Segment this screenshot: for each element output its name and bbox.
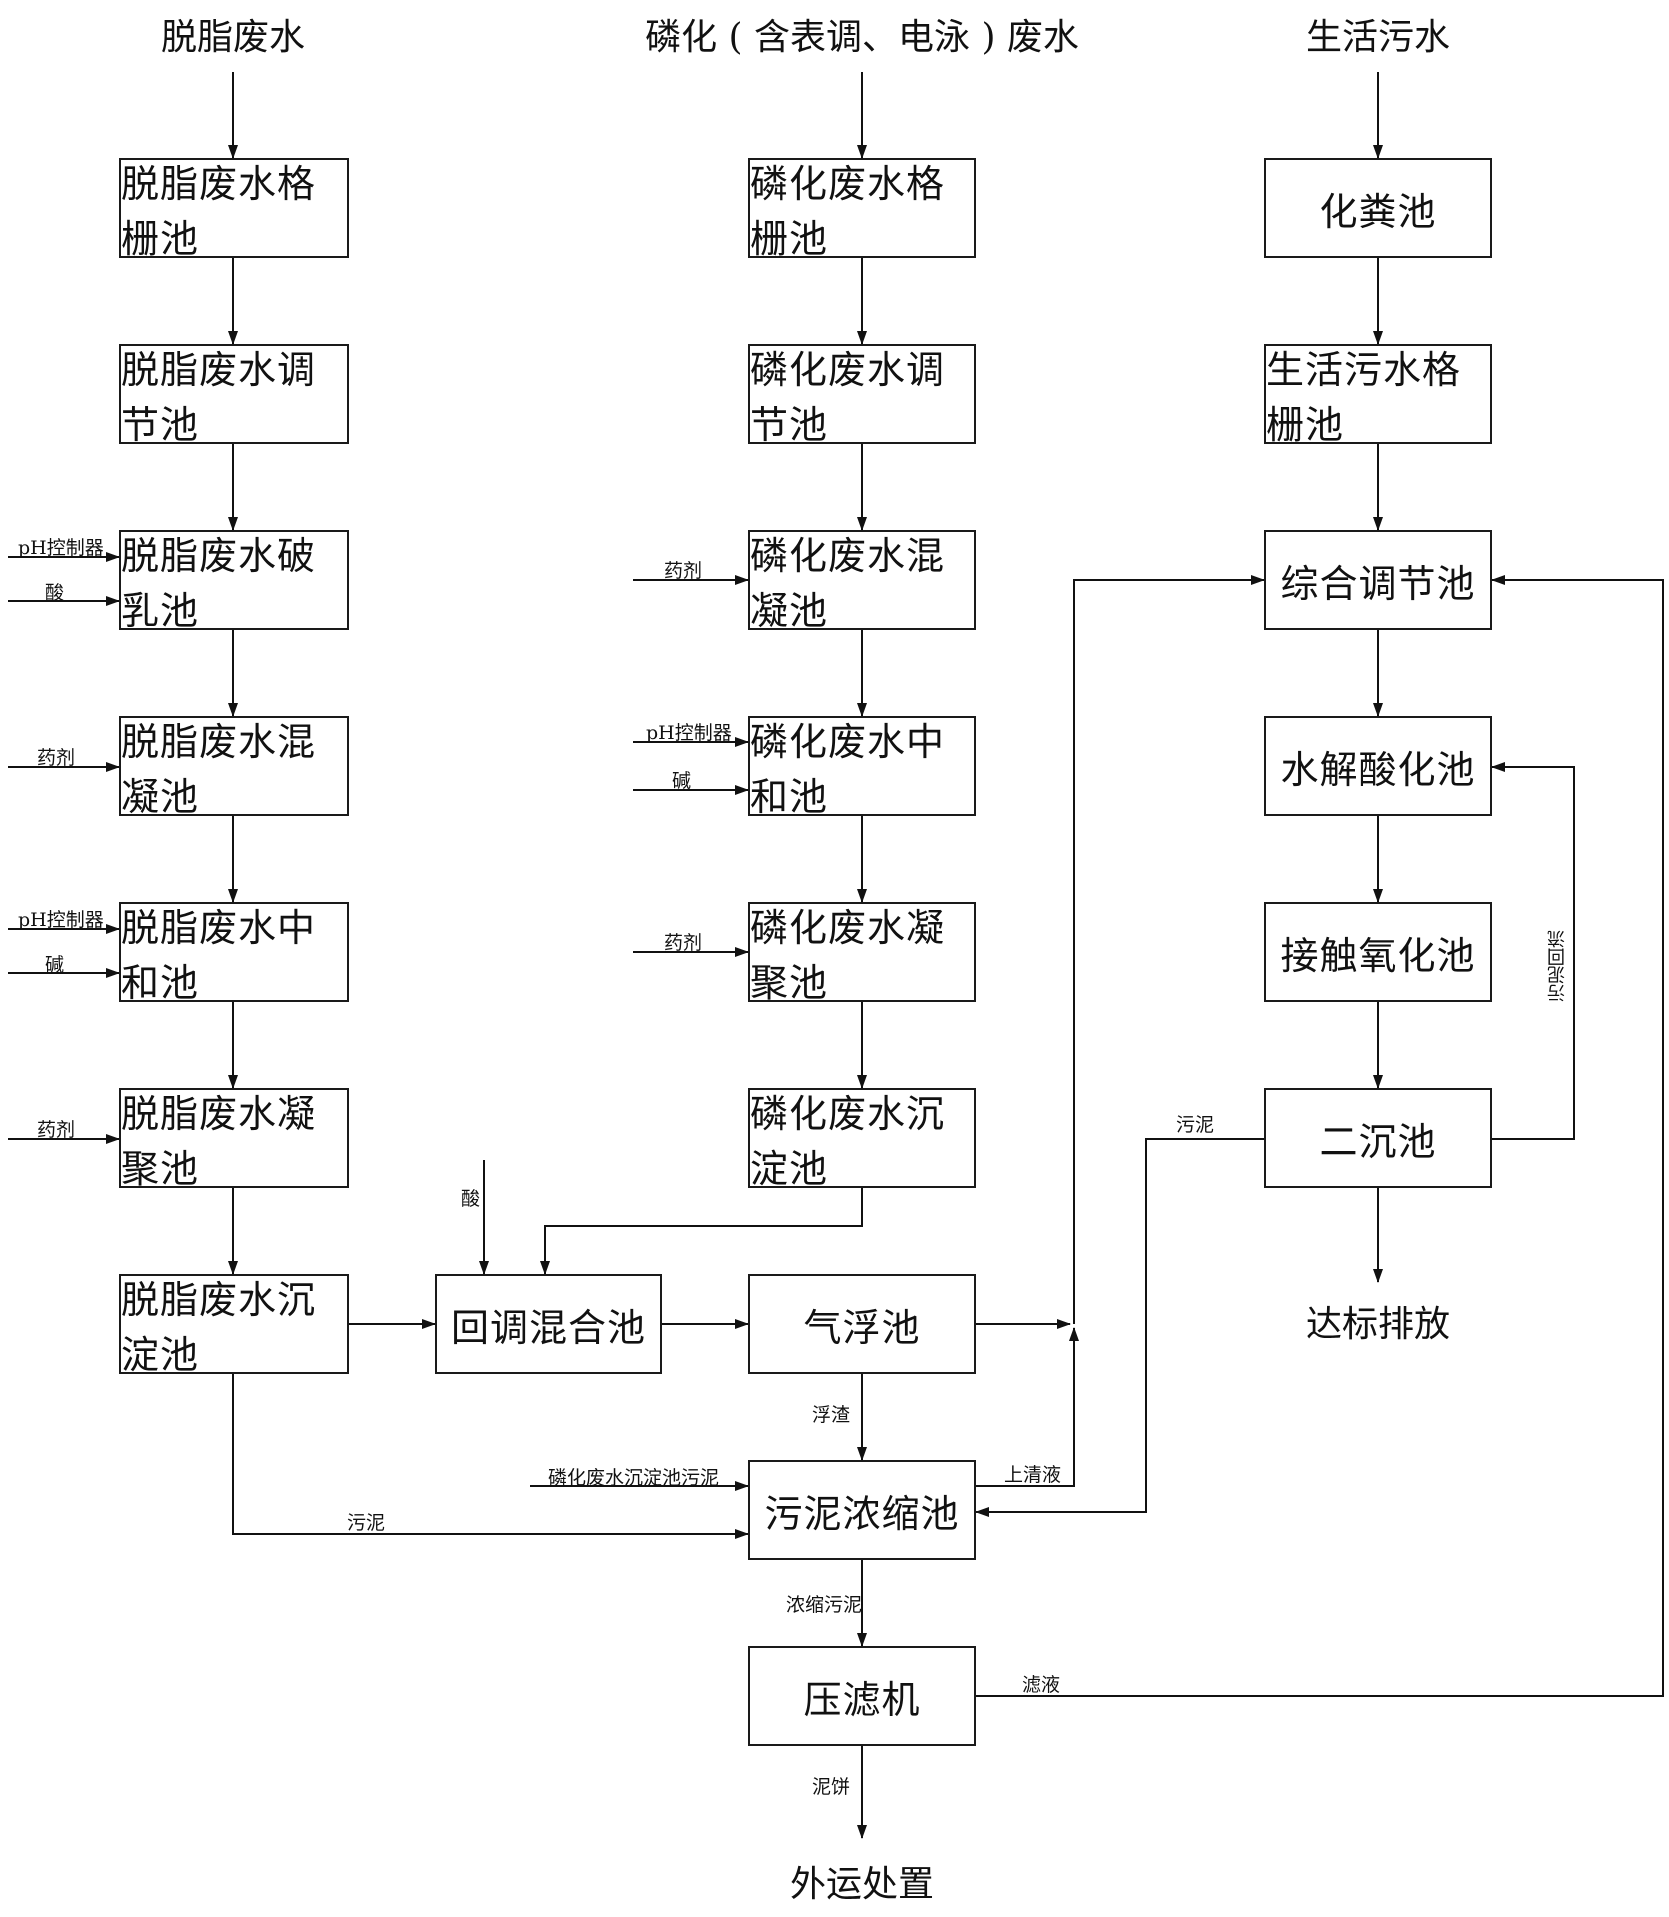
tank-sludge-thickener: 污泥浓缩池 [748, 1460, 976, 1560]
tank-flotation: 气浮池 [748, 1274, 976, 1374]
label-supernatant: 上清液 [1004, 1464, 1062, 1486]
title-external: 外运处置 [789, 1864, 935, 1905]
tank-domestic-grille: 生活污水格栅池 [1264, 344, 1492, 447]
label-agent-4: 药剂 [664, 932, 703, 954]
title-domestic: 生活污水 [1305, 17, 1451, 58]
label-sludge-left: 污泥 [347, 1512, 386, 1534]
tank-degrease-sedimentation: 脱脂废水沉淀池 [119, 1274, 349, 1377]
arrow-to-equalization [1073, 575, 1265, 1324]
label-filtrate: 滤液 [1022, 1674, 1061, 1696]
label-alkali-2: 碱 [672, 770, 692, 792]
title-discharge: 达标排放 [1305, 1304, 1451, 1345]
label-ph-controller-1: pH控制器 [18, 537, 104, 559]
arrow-supernatant [976, 1327, 1079, 1487]
tank-phosphate-equalization: 磷化废水调节池 [748, 344, 976, 447]
label-ph-controller-2: pH控制器 [18, 909, 104, 931]
arrow-filtrate [976, 575, 1664, 1697]
tank-degrease-equalization: 脱脂废水调节池 [119, 344, 349, 447]
tank-phosphate-neutralization: 磷化废水中和池 [748, 716, 976, 819]
tank-degrease-grille: 脱脂废水格栅池 [119, 158, 349, 261]
label-alkali-1: 碱 [45, 954, 65, 976]
label-acid-1: 酸 [45, 582, 65, 604]
label-agent-3: 药剂 [664, 560, 703, 582]
arrow-sludge-left [232, 1374, 749, 1539]
tank-hydrolysis-acidification: 水解酸化池 [1264, 716, 1492, 816]
tank-secondary-clarifier: 二沉池 [1264, 1088, 1492, 1188]
title-degrease: 脱脂废水 [160, 17, 306, 58]
filter-press: 压滤机 [748, 1646, 976, 1746]
tank-mix: 回调混合池 [435, 1274, 662, 1374]
label-ph-controller-3: pH控制器 [646, 722, 732, 744]
tank-comprehensive-equalization: 综合调节池 [1264, 530, 1492, 630]
tank-septic: 化粪池 [1264, 158, 1492, 258]
tank-phosphate-sedimentation: 磷化废水沉淀池 [748, 1088, 976, 1191]
label-sludge-right: 污泥 [1176, 1114, 1215, 1136]
label-acid-2: 酸 [461, 1188, 481, 1210]
tank-phosphate-coagulation: 磷化废水混凝池 [748, 530, 976, 633]
label-agent-1: 药剂 [37, 747, 76, 769]
arrow-m6-mix [540, 1188, 863, 1275]
tank-degrease-flocculation: 脱脂废水凝聚池 [119, 1088, 349, 1191]
tank-degrease-coagulation: 脱脂废水混凝池 [119, 716, 349, 819]
label-thick-sludge: 浓缩污泥 [786, 1594, 863, 1616]
arrow-sludge-right [975, 1138, 1264, 1517]
label-sludge-return: 污泥回流 [1547, 930, 1568, 1002]
label-agent-2: 药剂 [37, 1119, 76, 1141]
label-phos-sludge: 磷化废水沉淀池污泥 [548, 1467, 720, 1489]
tank-phosphate-grille: 磷化废水格栅池 [748, 158, 976, 261]
label-scum: 浮渣 [812, 1404, 851, 1426]
arrow-sludge-return [1491, 762, 1575, 1140]
tank-phosphate-flocculation: 磷化废水凝聚池 [748, 902, 976, 1005]
title-phosphate: 磷化 ( 含表调、电泳 ) 废水 [645, 17, 1079, 58]
label-cake: 泥饼 [812, 1776, 851, 1798]
tank-contact-oxidation: 接触氧化池 [1264, 902, 1492, 1002]
tank-degrease-neutralization: 脱脂废水中和池 [119, 902, 349, 1005]
tank-degrease-demulsify: 脱脂废水破乳池 [119, 530, 349, 633]
